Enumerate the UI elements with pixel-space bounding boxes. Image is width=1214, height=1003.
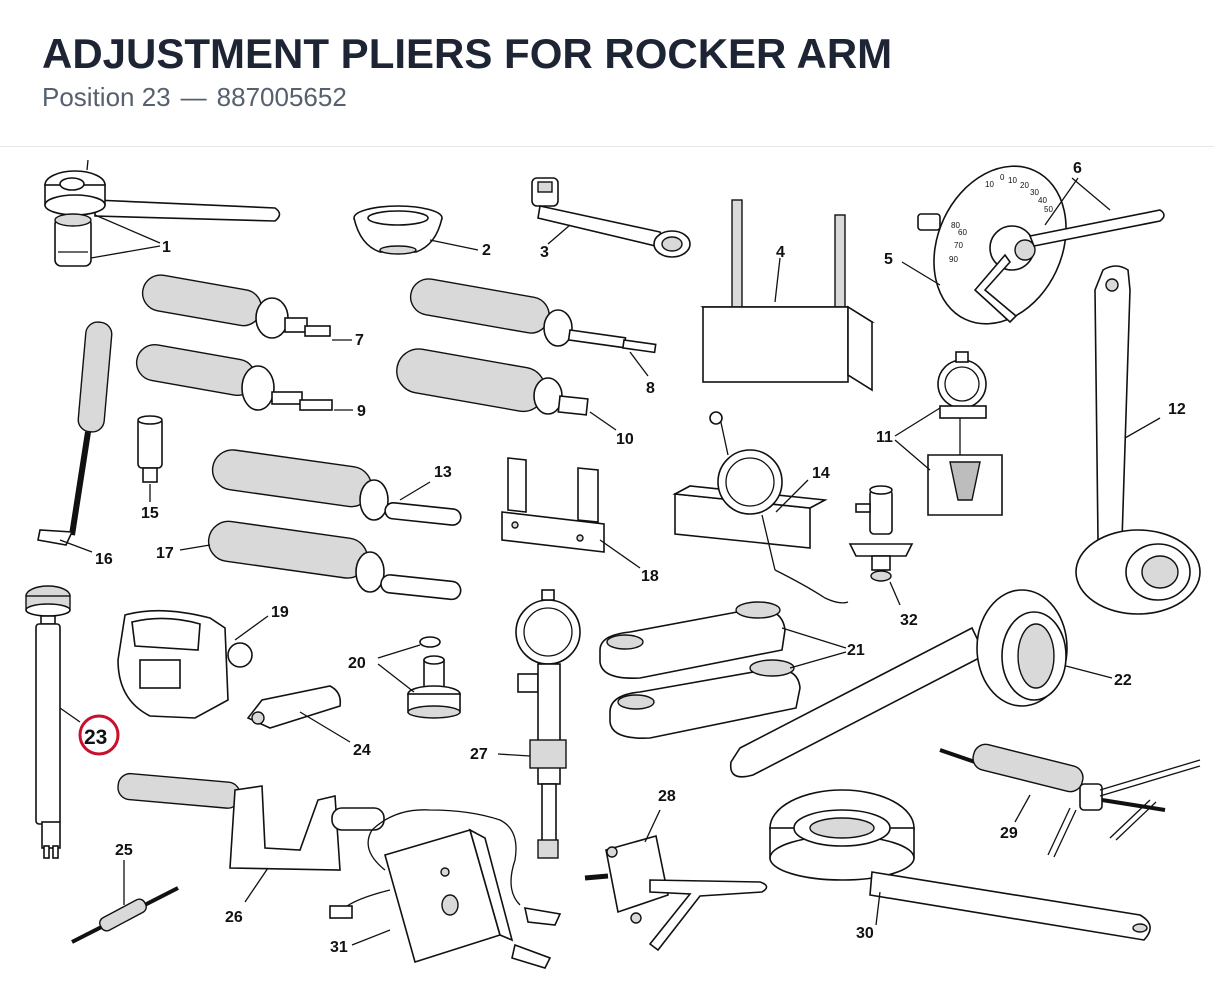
- tool-26-bracket-puller[interactable]: [117, 772, 385, 903]
- tool-30-splined-ring-wrench[interactable]: [769, 789, 1151, 941]
- callout-26: 26: [225, 909, 243, 926]
- callout-9: 9: [357, 403, 366, 420]
- tool-25-pin-punch[interactable]: [71, 860, 179, 944]
- callout-18: 18: [641, 568, 659, 585]
- callout-22: 22: [1114, 672, 1132, 689]
- dial-mark-6: 50: [1044, 205, 1053, 214]
- tool-8-knurled-drift[interactable]: [408, 276, 657, 377]
- callout-27: 27: [470, 746, 488, 763]
- tool-23-adjustment-pliers[interactable]: [25, 585, 81, 859]
- dial-mark-2: 10: [1008, 176, 1017, 185]
- highlight-ring-23: [78, 714, 120, 756]
- part-number: 887005652: [216, 82, 347, 112]
- callout-30: 30: [856, 925, 874, 942]
- callout-21: 21: [847, 642, 865, 659]
- dial-mark-0: 10: [985, 180, 994, 189]
- callout-15: 15: [141, 505, 159, 522]
- tool-7-knurled-drift[interactable]: [140, 272, 352, 341]
- tool-10-knurled-drift[interactable]: [393, 345, 617, 431]
- callout-4: 4: [776, 244, 785, 261]
- callout-25: 25: [115, 842, 133, 859]
- page-subtitle: Position 23 — 887005652: [42, 82, 1214, 112]
- callout-2: 2: [482, 242, 491, 259]
- callout-29: 29: [1000, 825, 1018, 842]
- callout-10: 10: [616, 431, 634, 448]
- subtitle-separator: —: [180, 82, 207, 112]
- callout-31: 31: [330, 939, 348, 956]
- dial-mark-9: 80: [951, 221, 960, 230]
- tool-29-puller-screw[interactable]: [939, 742, 1201, 858]
- callout-8: 8: [646, 380, 655, 397]
- callout-1: 1: [162, 239, 171, 256]
- tool-20-adapter-nut[interactable]: [377, 636, 461, 719]
- tool-3-offset-spanner[interactable]: [531, 177, 691, 258]
- tool-18-fork-gauge[interactable]: [501, 457, 641, 569]
- tool-14-dial-gauge-bar[interactable]: [672, 411, 849, 604]
- callout-7: 7: [355, 332, 364, 349]
- tool-32-valve-stand[interactable]: [848, 485, 914, 606]
- tool-28-flange-holder[interactable]: [584, 809, 768, 952]
- tool-21-rocker-adjusters[interactable]: [599, 601, 847, 739]
- callout-11: 11: [876, 429, 893, 446]
- callout-32: 32: [900, 612, 918, 629]
- callout-3: 3: [540, 244, 549, 261]
- callout-16: 16: [95, 551, 113, 568]
- callout-13: 13: [434, 464, 452, 481]
- tool-9-knurled-drift[interactable]: [134, 342, 353, 411]
- dial-mark-5: 40: [1038, 196, 1047, 205]
- tool-12-peg-wrench[interactable]: [1075, 265, 1201, 615]
- callout-5: 5: [884, 251, 893, 268]
- dial-mark-3: 20: [1020, 181, 1029, 190]
- dial-mark-4: 30: [1030, 188, 1039, 197]
- dial-mark-8: 70: [954, 241, 963, 250]
- dial-mark-10: 90: [949, 255, 958, 264]
- callout-6: 6: [1073, 160, 1082, 177]
- tool-4-stud-block[interactable]: [700, 199, 875, 392]
- tool-27-bore-gauge[interactable]: [497, 589, 581, 859]
- callout-20: 20: [348, 655, 366, 672]
- tool-24-pilot-pin[interactable]: [246, 685, 351, 743]
- tool-16-hook-tool[interactable]: [37, 321, 113, 553]
- callout-12: 12: [1168, 401, 1186, 418]
- callout-14: 14: [812, 465, 830, 482]
- tool-31-timing-box[interactable]: [329, 809, 562, 969]
- callout-17: 17: [156, 545, 174, 562]
- callout-19: 19: [271, 604, 289, 621]
- callout-24: 24: [353, 742, 371, 759]
- tool-2-cup-socket[interactable]: [353, 205, 479, 255]
- tool-17-knurled-drift[interactable]: [179, 519, 462, 601]
- page-title: ADJUSTMENT PLIERS FOR ROCKER ARM: [42, 30, 893, 77]
- callout-23: 23: [84, 726, 107, 749]
- tool-11-dial-gauge-stand[interactable]: [894, 351, 1003, 516]
- dial-mark-7: 60: [958, 228, 967, 237]
- callout-28: 28: [658, 788, 676, 805]
- page-header: ADJUSTMENT PLIERS FOR ROCKER ARM Positio…: [0, 0, 1214, 147]
- tool-1-socket-wrench[interactable]: [44, 159, 281, 267]
- tool-13-knurled-drift[interactable]: [210, 447, 462, 526]
- dial-mark-1: 0: [1000, 173, 1005, 182]
- tool-22-ring-wrench[interactable]: [729, 589, 1113, 778]
- tool-5-6-degree-wheel[interactable]: 10 0 10 20 30 40 50 60 70 80 90: [901, 144, 1165, 345]
- tool-19-gauge-head[interactable]: [117, 609, 269, 719]
- position-label: Position 23: [42, 82, 171, 112]
- tool-15-small-socket[interactable]: [137, 415, 163, 502]
